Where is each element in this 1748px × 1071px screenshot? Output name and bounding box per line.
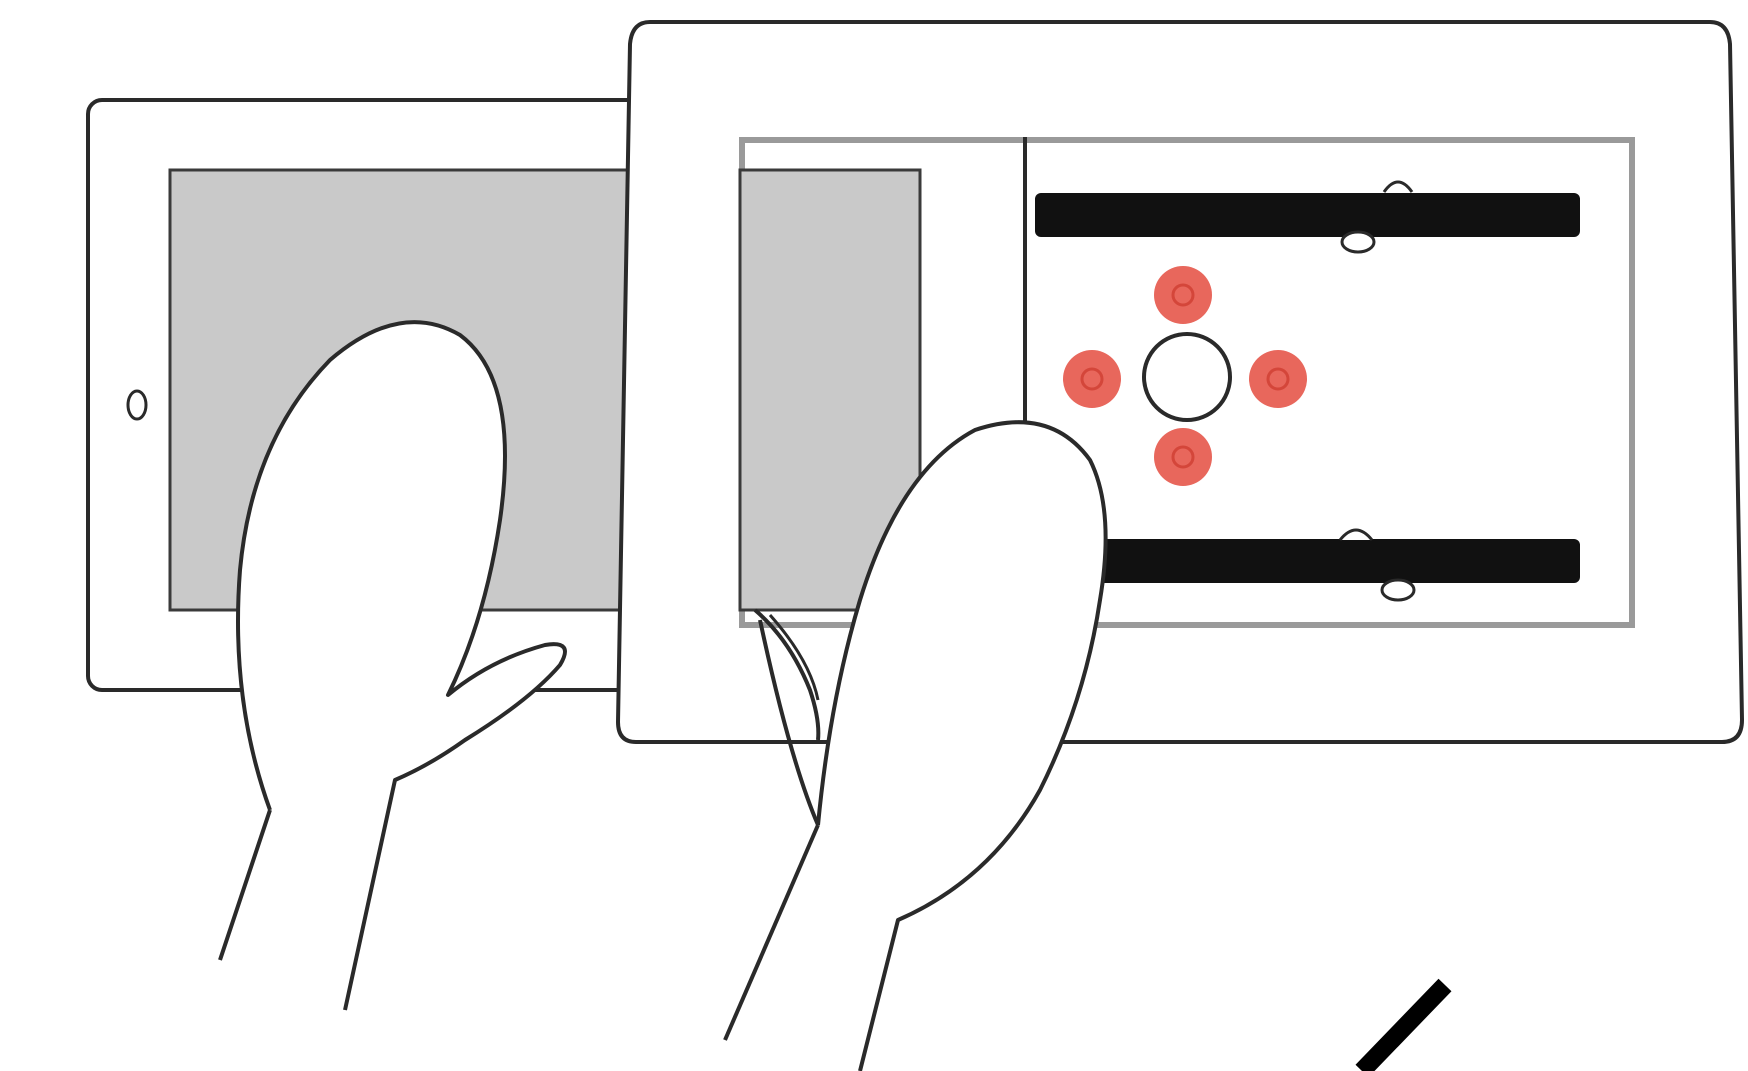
touch-point-icon xyxy=(1154,266,1212,324)
bottom-bar xyxy=(1035,539,1580,583)
touch-point-icon xyxy=(1154,428,1212,486)
drag-handle-icon xyxy=(1342,232,1374,252)
top-bar xyxy=(1035,193,1580,237)
check-mark-icon xyxy=(1362,985,1445,1071)
home-button-icon xyxy=(128,391,146,419)
touch-point-icon xyxy=(1063,350,1121,408)
center-ring xyxy=(1144,334,1230,420)
touch-point-icon xyxy=(1249,350,1307,408)
drag-handle-icon xyxy=(1382,580,1414,600)
